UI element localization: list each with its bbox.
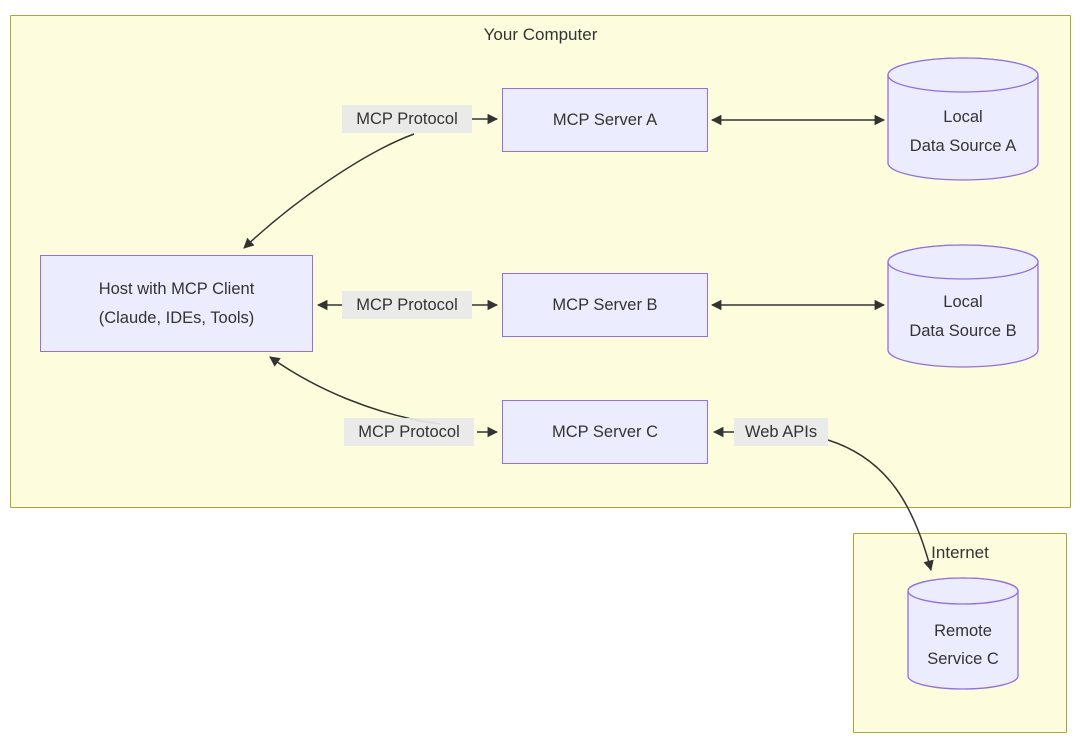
cylinder-remote-service-c bbox=[907, 577, 1019, 690]
remote-service-c-label: Remote Service C bbox=[927, 622, 999, 668]
host-label-line2: (Claude, IDEs, Tools) bbox=[98, 308, 255, 327]
your-computer-title: Your Computer bbox=[483, 25, 598, 44]
node-mcp-server-b: MCP Server B bbox=[502, 273, 708, 337]
server-a-label: MCP Server A bbox=[552, 110, 658, 129]
edge-label-web-apis: Web APIs bbox=[734, 418, 828, 446]
edge-label-mcp-protocol-a: MCP Protocol bbox=[342, 105, 472, 133]
node-host-with-mcp-client: Host with MCP Client (Claude, IDEs, Tool… bbox=[40, 255, 313, 352]
node-mcp-server-c: MCP Server C bbox=[502, 400, 708, 464]
server-b-label: MCP Server B bbox=[552, 295, 658, 314]
internet-container: Internet bbox=[853, 533, 1067, 733]
local-data-source-b-label: Local Data Source B bbox=[909, 293, 1017, 340]
local-data-source-a-label: Local Data Source A bbox=[909, 108, 1017, 155]
edge-label-mcp-protocol-c: MCP Protocol bbox=[344, 418, 474, 446]
cylinder-local-data-source-a bbox=[887, 57, 1039, 181]
edge-protocol-c-to-host bbox=[269, 356, 441, 425]
node-mcp-server-a: MCP Server A bbox=[502, 88, 708, 152]
cylinder-local-data-source-b bbox=[887, 244, 1039, 368]
edge-protocol-a-to-host bbox=[243, 133, 415, 249]
host-label-line1: Host with MCP Client bbox=[98, 279, 255, 298]
server-c-label: MCP Server C bbox=[551, 422, 659, 441]
edge-label-mcp-protocol-b: MCP Protocol bbox=[342, 291, 472, 319]
internet-title: Internet bbox=[931, 543, 989, 562]
edge-web-apis-to-remote-service bbox=[827, 439, 934, 572]
